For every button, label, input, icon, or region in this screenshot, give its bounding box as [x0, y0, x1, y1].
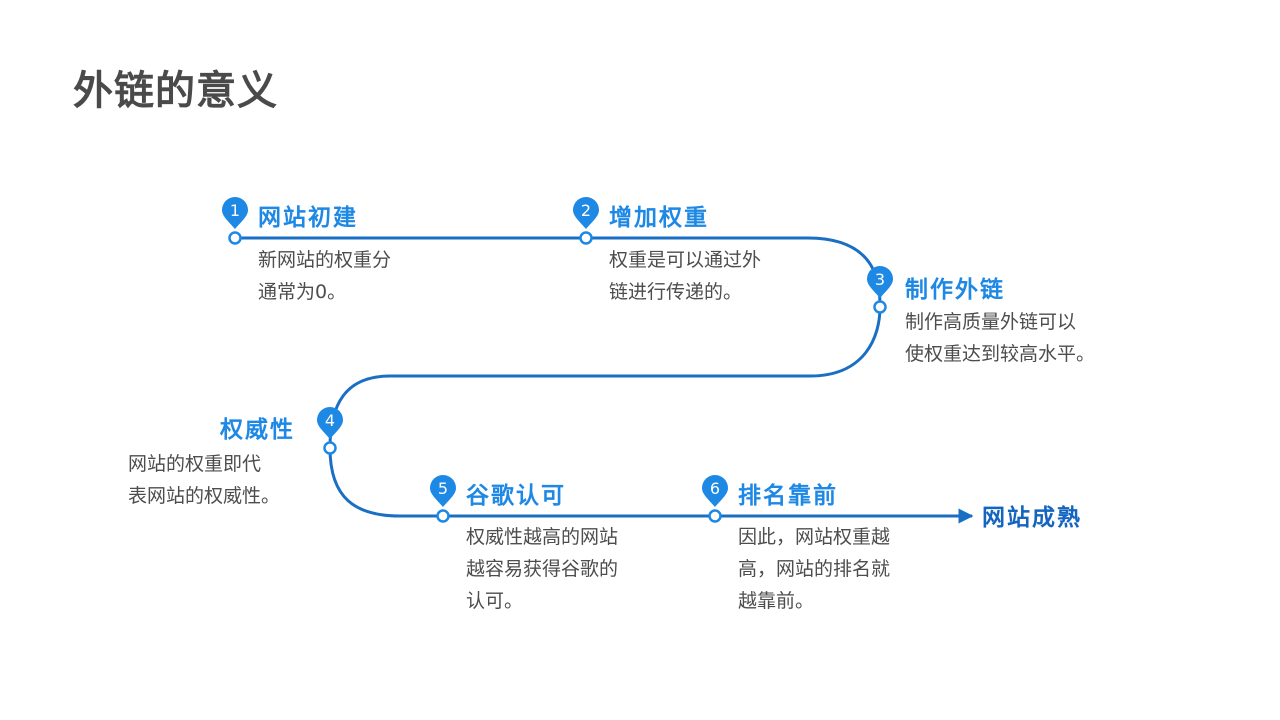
step-1-description: 新网站的权重分 通常为0。	[258, 244, 391, 308]
step-4-description: 网站的权重即代 表网站的权威性。	[128, 448, 280, 512]
step-6-desc-line: 高，网站的排名就	[738, 558, 891, 580]
step-3-desc-line: 制作高质量外链可以	[905, 311, 1077, 333]
step-1-number: 1	[230, 201, 240, 220]
step-2-node	[579, 231, 593, 245]
step-2-desc-line: 权重是可以通过外	[609, 249, 762, 271]
goal-label: 网站成熟	[982, 505, 1082, 531]
step-4-title: 权威性	[220, 417, 295, 443]
step-6-number: 6	[710, 479, 720, 498]
step-2-title: 增加权重	[609, 205, 709, 231]
step-3-marker: 3	[867, 266, 893, 314]
step-6-description: 因此，网站权重越 高，网站的排名就 越靠前。	[738, 521, 890, 617]
step-1-pin-icon	[222, 197, 248, 229]
step-4-node	[323, 441, 337, 455]
step-3-number: 3	[875, 270, 885, 289]
step-1-title: 网站初建	[258, 205, 358, 231]
step-2-number: 2	[581, 201, 591, 220]
step-2-pin-icon	[573, 197, 599, 229]
step-6-title: 排名靠前	[738, 483, 838, 509]
step-1-desc-line: 通常为0。	[258, 281, 347, 303]
step-5-marker: 5	[430, 475, 456, 523]
step-6-pin-icon	[702, 475, 728, 507]
step-5-desc-line: 权威性越高的网站	[466, 526, 619, 548]
step-4-pin-icon	[317, 407, 343, 439]
step-4-marker: 4	[317, 407, 343, 455]
step-5-pin-icon	[430, 475, 456, 507]
step-1-marker: 1	[222, 197, 248, 245]
page-title: 外链的意义	[73, 68, 278, 114]
step-3-pin-icon	[867, 266, 893, 298]
step-3-title: 制作外链	[905, 277, 1005, 303]
step-1-desc-line: 新网站的权重分	[258, 249, 392, 271]
step-5-desc-line: 越容易获得谷歌的	[466, 558, 619, 580]
step-3-description: 制作高质量外链可以 使权重达到较高水平。	[905, 306, 1095, 370]
step-6-marker: 6	[702, 475, 728, 523]
step-2-description: 权重是可以通过外 链进行传递的。	[609, 244, 761, 308]
step-5-desc-line: 认可。	[466, 590, 524, 612]
step-4-desc-line: 网站的权重即代	[128, 453, 262, 475]
step-5-description: 权威性越高的网站 越容易获得谷歌的 认可。	[466, 521, 618, 617]
step-1-node	[228, 231, 242, 245]
step-5-node	[436, 509, 450, 523]
step-4-desc-line: 表网站的权威性。	[128, 485, 281, 507]
step-6-desc-line: 越靠前。	[738, 590, 815, 612]
step-3-node	[873, 300, 887, 314]
step-6-node	[708, 509, 722, 523]
step-5-number: 5	[438, 479, 448, 498]
step-2-desc-line: 链进行传递的。	[609, 281, 743, 303]
step-3-desc-line: 使权重达到较高水平。	[905, 343, 1096, 365]
step-4-number: 4	[325, 411, 335, 430]
step-6-desc-line: 因此，网站权重越	[738, 526, 891, 548]
step-5-title: 谷歌认可	[466, 483, 566, 509]
step-2-marker: 2	[573, 197, 599, 245]
